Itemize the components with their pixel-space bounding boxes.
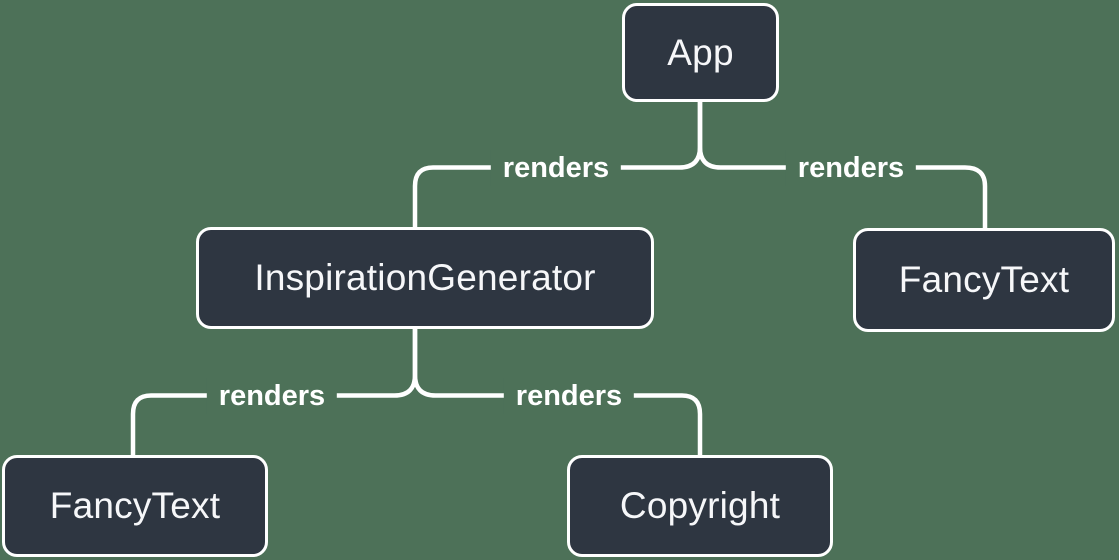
tree-node-label: App xyxy=(667,31,734,73)
tree-node-copyright: Copyright xyxy=(567,455,833,557)
tree-node-label: FancyText xyxy=(898,259,1070,300)
tree-node-fancy-text-top: FancyText xyxy=(853,228,1115,332)
tree-node-fancy-text-bottom: FancyText xyxy=(2,455,268,557)
tree-node-app: App xyxy=(622,3,779,102)
tree-node-label: Copyright xyxy=(619,485,781,526)
edge-label-renders-app-fancytext: renders xyxy=(785,150,917,186)
tree-node-label: FancyText xyxy=(49,485,221,526)
edge-label-renders-ig-copyright: renders xyxy=(503,378,635,414)
tree-node-inspiration-generator: InspirationGenerator xyxy=(196,227,654,329)
tree-node-label: InspirationGenerator xyxy=(254,257,596,298)
edge-label-renders-app-ig: renders xyxy=(490,150,622,186)
edge-label-renders-ig-fancytext: renders xyxy=(206,378,338,414)
